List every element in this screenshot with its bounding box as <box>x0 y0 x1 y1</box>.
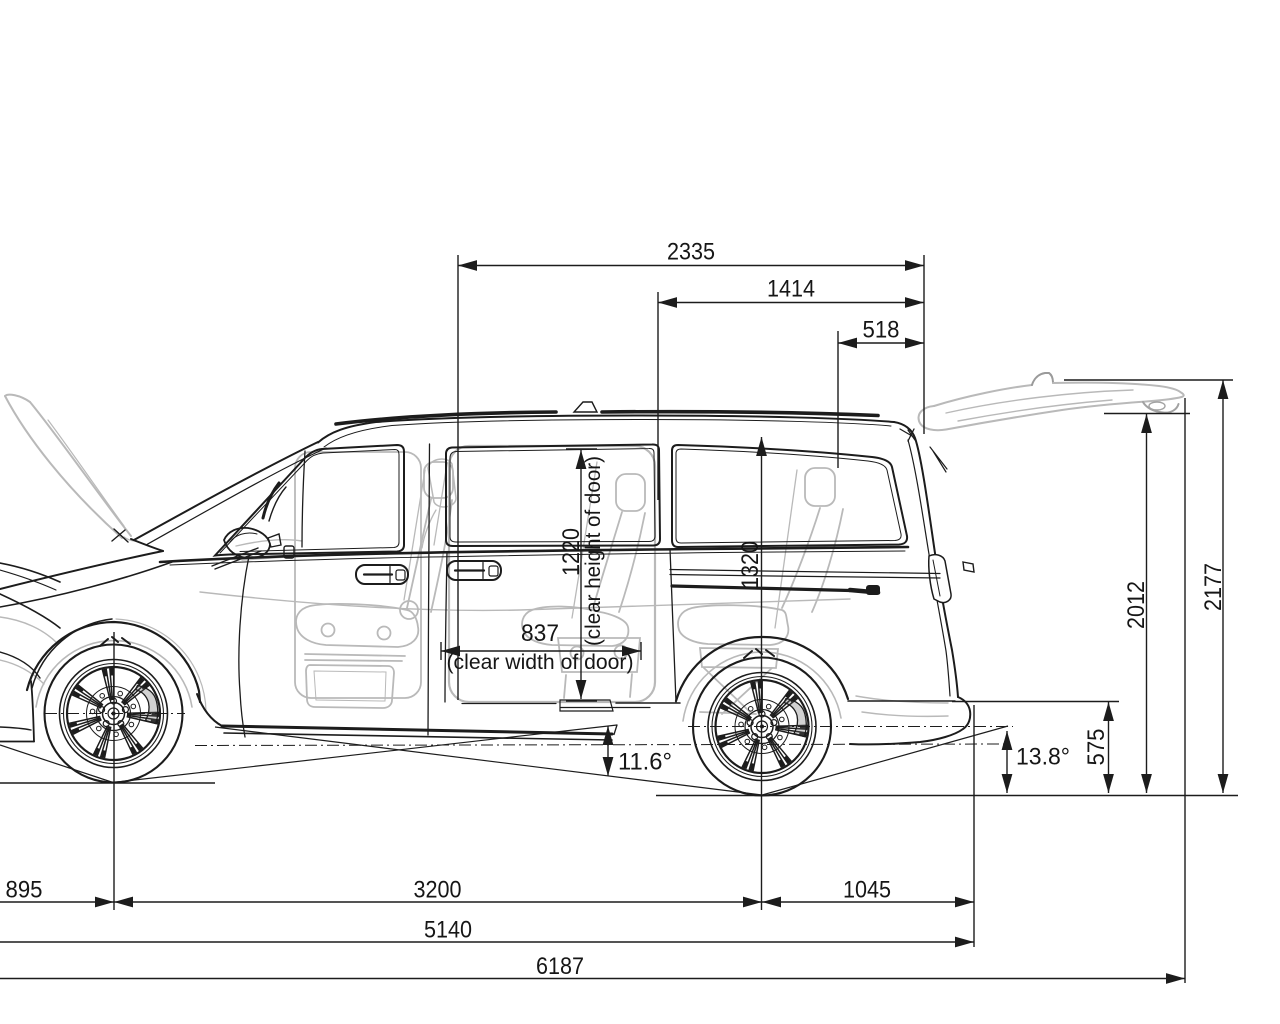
svg-text:(clear width of door): (clear width of door) <box>447 650 634 674</box>
svg-text:2012: 2012 <box>1123 581 1150 629</box>
svg-text:1045: 1045 <box>843 877 891 904</box>
svg-text:1414: 1414 <box>767 276 815 303</box>
svg-text:5140: 5140 <box>424 917 472 944</box>
svg-text:575: 575 <box>1083 729 1110 766</box>
svg-text:3200: 3200 <box>414 877 462 904</box>
svg-text:2177: 2177 <box>1200 563 1227 611</box>
svg-text:837: 837 <box>521 620 559 647</box>
svg-text:518: 518 <box>863 317 900 344</box>
svg-text:895: 895 <box>6 877 43 904</box>
svg-text:11.6°: 11.6° <box>618 749 672 776</box>
svg-text:13.8°: 13.8° <box>1016 744 1070 771</box>
svg-text:1220: 1220 <box>558 528 585 576</box>
svg-text:2335: 2335 <box>667 239 715 266</box>
svg-text:(clear height of door): (clear height of door) <box>581 456 605 646</box>
svg-text:6187: 6187 <box>536 953 584 980</box>
svg-text:1320: 1320 <box>737 541 764 589</box>
